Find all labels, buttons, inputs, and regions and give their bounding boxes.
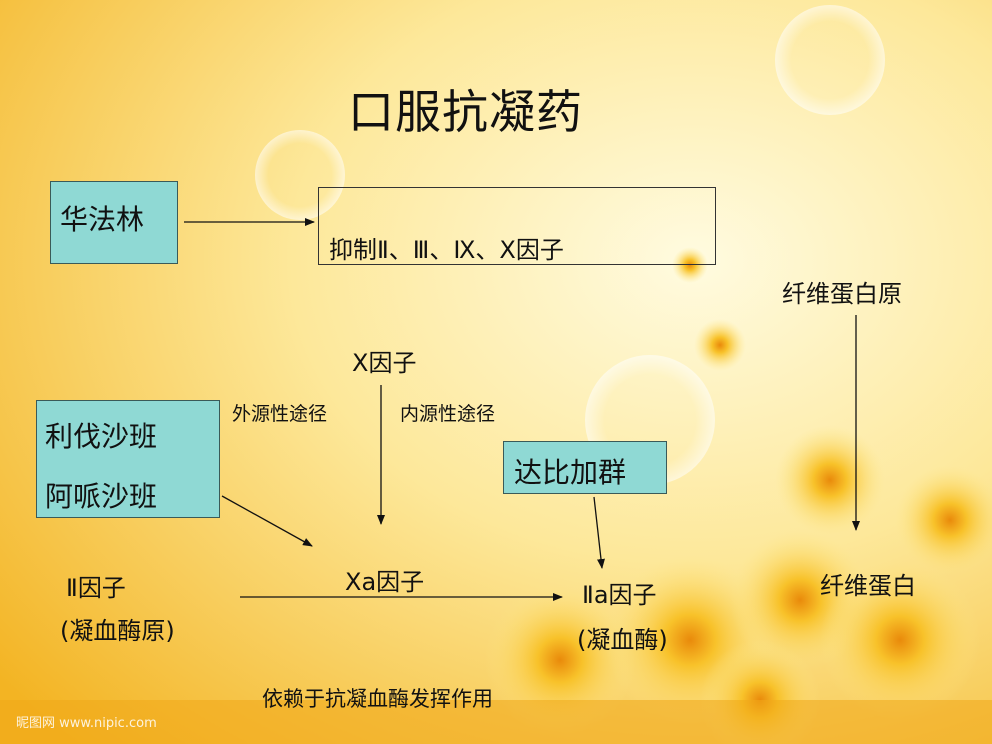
rivaroxaban-label: 利伐沙班 [45, 420, 158, 453]
extrinsic-pathway: 外源性途径 [232, 403, 328, 425]
intrinsic-pathway: 内源性途径 [400, 403, 496, 425]
thrombin: (凝血酶) [577, 626, 668, 654]
watermark: 昵图网 www.nipic.com [16, 716, 157, 731]
dabigatran-label: 达比加群 [514, 456, 627, 489]
warfarin-effect-box: 抑制Ⅱ、Ⅲ、Ⅸ、Ⅹ因子 [318, 187, 716, 265]
prothrombin: (凝血酶原) [60, 617, 175, 645]
fibrinogen: 纤维蛋白原 [782, 280, 902, 308]
warfarin-label: 华法林 [60, 203, 145, 236]
factor-iia: Ⅱa因子 [582, 581, 657, 609]
factor-xa: Ⅹa因子 [345, 568, 425, 596]
warfarin-box: 华法林 [50, 181, 178, 264]
factor-x: Ⅹ因子 [352, 349, 417, 377]
fibrin: 纤维蛋白 [820, 572, 916, 600]
xa-inhibitor-box: 利伐沙班 阿哌沙班 [36, 400, 220, 518]
dabigatran-box: 达比加群 [503, 441, 667, 494]
apixaban-label: 阿哌沙班 [45, 480, 158, 513]
warfarin-effect-text: 抑制Ⅱ、Ⅲ、Ⅸ、Ⅹ因子 [329, 236, 564, 264]
footnote: 依赖于抗凝血酶发挥作用 [262, 687, 493, 711]
factor-ii: Ⅱ因子 [66, 574, 126, 602]
page-title: 口服抗凝药 [348, 85, 583, 139]
